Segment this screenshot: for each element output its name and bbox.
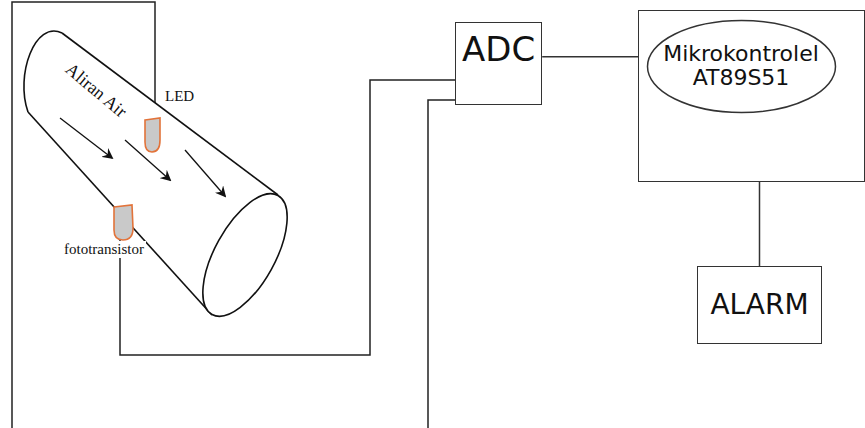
led-symbol — [145, 118, 160, 152]
flow-label: Aliran Air — [60, 58, 132, 123]
phototransistor-symbol — [114, 205, 133, 240]
node-text: Mikrokontrolel AT89S51 — [657, 42, 825, 90]
node-text: ADC — [462, 31, 535, 68]
adc-box: ADC — [455, 22, 542, 105]
node-text: ALARM — [710, 290, 808, 321]
pipe-edge — [28, 112, 212, 315]
pipe-edge — [62, 33, 278, 195]
pipe-end — [186, 181, 304, 329]
flow-arrow — [185, 150, 225, 196]
flow-arrow — [60, 118, 112, 158]
pipe-cap — [24, 31, 62, 112]
connector-line — [542, 56, 638, 58]
connector-line — [759, 182, 761, 266]
part-label: fototransistor — [62, 241, 146, 258]
wire — [428, 100, 455, 428]
ellipse-outline — [647, 20, 835, 112]
ellipse-outline — [638, 10, 865, 182]
microcontroller-box: Mikrokontrolel AT89S51 — [638, 10, 865, 182]
alarm-box: ALARM — [697, 266, 822, 344]
part-label: LED — [163, 88, 196, 105]
